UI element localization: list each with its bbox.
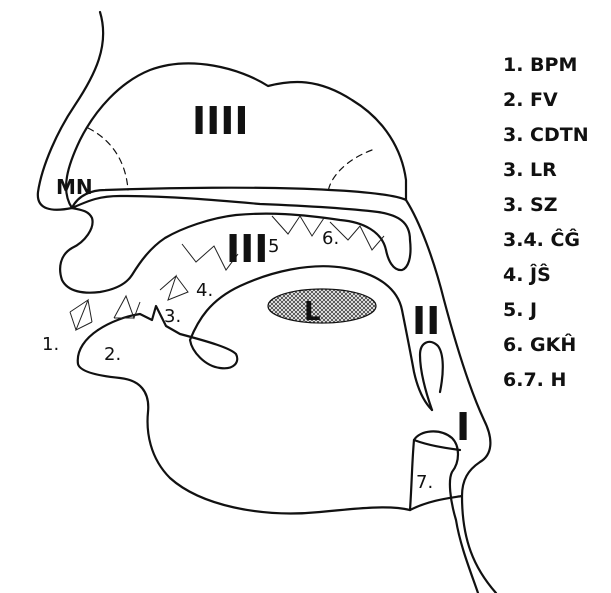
legend-item: 3. CDTN xyxy=(503,118,589,153)
lower-jaw-outline xyxy=(78,330,410,513)
place-label-2: 2. xyxy=(104,344,121,365)
legend-item: 6.7. H xyxy=(503,363,589,398)
larynx-ring xyxy=(410,496,462,510)
region-label-i: I xyxy=(456,405,470,449)
legend-item: 3. LR xyxy=(503,153,589,188)
nasal-divider-right xyxy=(328,150,372,192)
place-label-6: 6. xyxy=(322,228,339,249)
tongue-label: L xyxy=(304,297,321,327)
nasal-label: MN xyxy=(56,175,93,199)
tongue-outline xyxy=(98,266,432,410)
legend-item: 4. ĴŜ xyxy=(503,258,589,293)
place-label-3: 3. xyxy=(164,306,181,327)
region-label-iiii: IIII xyxy=(192,99,249,143)
pharynx-back-wall xyxy=(406,200,496,593)
place-label-7: 7. xyxy=(416,472,433,493)
tongue-region-fill xyxy=(268,289,376,323)
legend-item: 6. GKĤ xyxy=(503,328,589,363)
legend-item: 3.4. ĈĜ xyxy=(503,223,589,258)
region-label-ii: II xyxy=(412,299,440,343)
place-label-5: 5 xyxy=(268,236,279,257)
legend-item: 1. BPM xyxy=(503,48,589,83)
place-label-4: 4. xyxy=(196,280,213,301)
legend-item: 2. FV xyxy=(503,83,589,118)
place-label-1: 1. xyxy=(42,334,59,355)
nasal-divider-left xyxy=(88,128,128,190)
legend: 1. BPM 2. FV 3. CDTN 3. LR 3. SZ 3.4. ĈĜ… xyxy=(503,48,589,398)
larynx-front xyxy=(410,431,478,593)
legend-item: 5. J xyxy=(503,293,589,328)
legend-item: 3. SZ xyxy=(503,188,589,223)
region-label-iii: III xyxy=(226,227,268,271)
vocal-cords xyxy=(414,440,460,450)
